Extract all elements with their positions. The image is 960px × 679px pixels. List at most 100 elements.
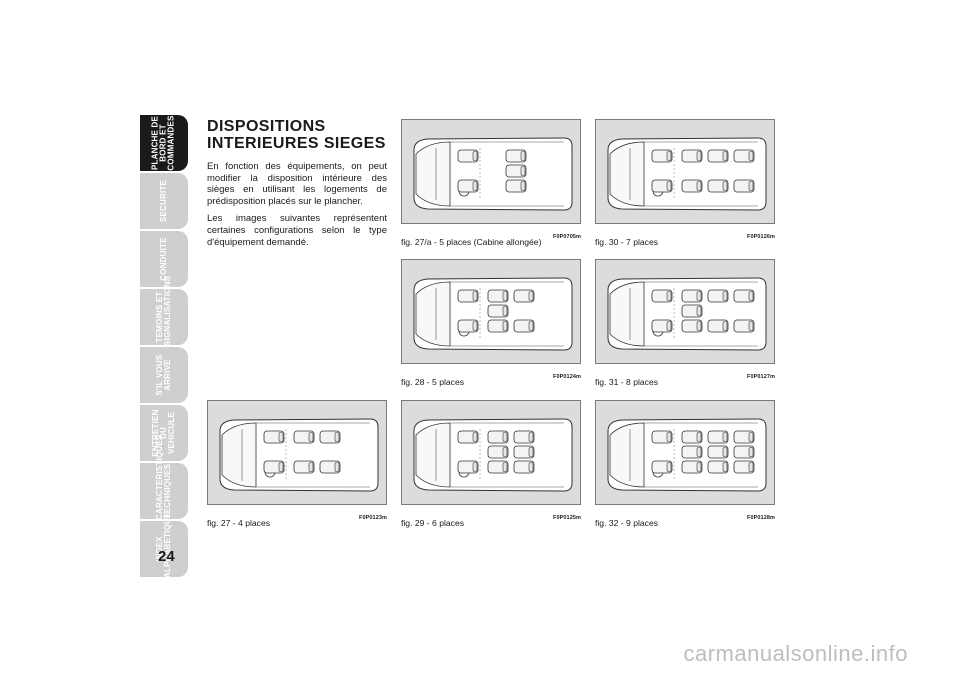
seat-icon (651, 289, 673, 303)
seat-icon (457, 289, 479, 303)
tab-securite[interactable]: SECURITE (140, 173, 188, 229)
seat-icon (487, 304, 509, 318)
seat-icon (651, 179, 673, 193)
seat-icon (681, 179, 703, 193)
seat-icon (513, 460, 535, 474)
seat-icon (505, 164, 527, 178)
caption-text: fig. 29 - 6 places (401, 518, 465, 528)
figure-7-places (595, 119, 775, 224)
van-diagram (607, 137, 767, 211)
figure-code: F0P0705m (552, 234, 581, 240)
caption-text: fig. 31 - 8 places (595, 377, 659, 387)
caption-text: fig. 32 - 9 places (595, 518, 659, 528)
paragraph: Les images suivantes représentent certai… (207, 213, 387, 248)
seat-icon (733, 149, 755, 163)
seat-icon (707, 149, 729, 163)
van-diagram (607, 418, 767, 492)
seat-icon (487, 460, 509, 474)
tab-entretien[interactable]: ENTRETIEN DU VEHICULE (140, 405, 188, 461)
seat-icon (733, 430, 755, 444)
tab-caracteristiques[interactable]: CARACTERISTIQUES TECHNIQUES (140, 435, 188, 520)
seat-icon (263, 430, 285, 444)
page-number: 24 (158, 548, 175, 565)
section-title: DISPOSITIONS INTERIEURES SIEGES (207, 118, 386, 152)
seat-icon (487, 319, 509, 333)
seat-icon (733, 319, 755, 333)
seat-icon (707, 319, 729, 333)
seat-icon (457, 179, 479, 193)
figure-6-places (401, 400, 581, 505)
figure-5-places-cabine (401, 119, 581, 224)
seat-icon (487, 430, 509, 444)
tab-sil-vous-arrive[interactable]: S'IL VOUS ARRIVE (140, 347, 188, 403)
figure-code: F0P0123m (358, 515, 387, 521)
seat-icon (707, 289, 729, 303)
figure-caption: fig. 31 - 8 places F0P0127m (595, 374, 775, 389)
figure-caption: fig. 30 - 7 places F0P0126m (595, 234, 775, 249)
figure-code: F0P0127m (746, 374, 775, 380)
seat-icon (681, 430, 703, 444)
tab-label: S'IL VOUS ARRIVE (155, 354, 172, 396)
figure-9-places (595, 400, 775, 505)
seat-icon (457, 319, 479, 333)
seat-icon (707, 430, 729, 444)
tab-label: SECURITE (159, 179, 168, 223)
figure-caption: fig. 28 - 5 places F0P0124m (401, 374, 581, 389)
seat-icon (487, 445, 509, 459)
van-diagram (413, 418, 573, 492)
van-diagram (219, 418, 379, 492)
seat-icon (319, 460, 341, 474)
seat-icon (487, 289, 509, 303)
van-diagram (413, 137, 573, 211)
seat-icon (733, 179, 755, 193)
seat-icon (681, 304, 703, 318)
section-body: En fonction des équipements, on peut mod… (207, 161, 387, 254)
figure-caption: fig. 29 - 6 places F0P0125m (401, 515, 581, 530)
caption-text: fig. 28 - 5 places (401, 377, 465, 387)
seat-icon (513, 319, 535, 333)
seat-icon (681, 460, 703, 474)
figure-code: F0P0124m (552, 374, 581, 380)
seat-icon (681, 289, 703, 303)
seat-icon (293, 460, 315, 474)
figure-code: F0P0128m (746, 515, 775, 521)
seat-icon (513, 445, 535, 459)
seat-icon (707, 179, 729, 193)
figure-caption: fig. 27/a - 5 places (Cabine allongée) F… (401, 234, 581, 249)
van-diagram (607, 277, 767, 351)
figure-8-places (595, 259, 775, 364)
seat-icon (707, 445, 729, 459)
seat-icon (651, 430, 673, 444)
seat-icon (681, 319, 703, 333)
figure-5-places (401, 259, 581, 364)
caption-text: fig. 27 - 4 places (207, 518, 271, 528)
seat-icon (263, 460, 285, 474)
tab-index[interactable]: INDEX ALPHABETIQUE (140, 512, 188, 578)
seat-icon (457, 460, 479, 474)
seat-icon (293, 430, 315, 444)
tab-planche-de-bord[interactable]: PLANCHE DE BORD ET COMMANDES (140, 115, 188, 171)
paragraph: En fonction des équipements, on peut mod… (207, 161, 387, 207)
seat-icon (681, 149, 703, 163)
seat-icon (513, 430, 535, 444)
tab-temoins[interactable]: TEMOINS ET SIGNALISATIONS (140, 276, 188, 346)
seat-icon (457, 430, 479, 444)
seat-icon (651, 460, 673, 474)
figure-code: F0P0125m (552, 515, 581, 521)
watermark: carmanualsonline.info (683, 641, 908, 666)
seat-icon (457, 149, 479, 163)
tab-label: PLANCHE DE BORD ET COMMANDES (151, 115, 177, 171)
caption-text: fig. 30 - 7 places (595, 237, 659, 247)
figure-4-places (207, 400, 387, 505)
seat-icon (505, 179, 527, 193)
seat-icon (319, 430, 341, 444)
seat-icon (707, 460, 729, 474)
caption-text: fig. 27/a - 5 places (Cabine allongée) (401, 237, 542, 247)
tab-conduite[interactable]: CONDUITE (140, 231, 188, 287)
figure-code: F0P0126m (746, 234, 775, 240)
seat-icon (681, 445, 703, 459)
seat-icon (513, 289, 535, 303)
seat-icon (733, 289, 755, 303)
figure-caption: fig. 32 - 9 places F0P0128m (595, 515, 775, 530)
seat-icon (505, 149, 527, 163)
